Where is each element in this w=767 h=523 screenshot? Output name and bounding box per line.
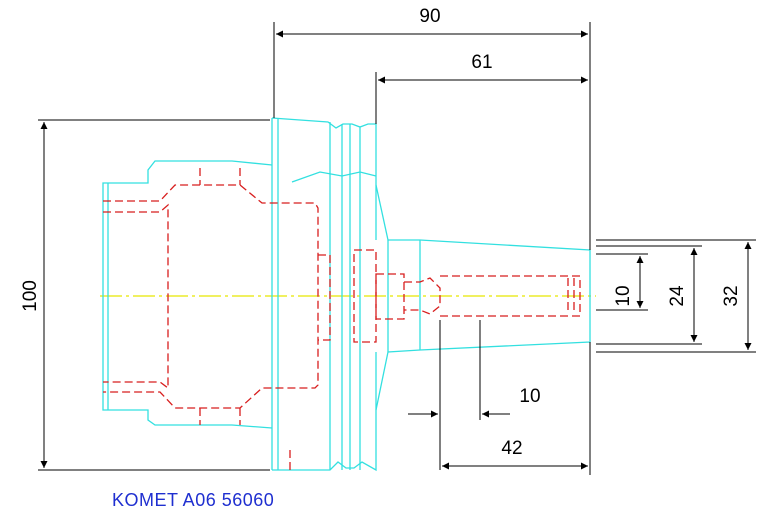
dim-shank-length: 61: [471, 52, 492, 73]
extension-lines: [38, 22, 756, 475]
tool-outline: [102, 117, 591, 472]
dim-total-length: 90: [419, 6, 440, 27]
dim-bore-small: 10: [613, 285, 634, 306]
hidden-lines: [103, 168, 581, 470]
dim-flange-diameter: 100: [20, 280, 41, 312]
dimension-lines: [40, 30, 752, 470]
dim-bore-medium: 24: [667, 285, 688, 307]
drawing-caption: KOMET A06 56060: [112, 490, 275, 510]
dim-offset: 10: [519, 386, 540, 407]
dim-taper-diameter: 32: [721, 285, 742, 306]
dim-depth: 42: [501, 438, 522, 459]
